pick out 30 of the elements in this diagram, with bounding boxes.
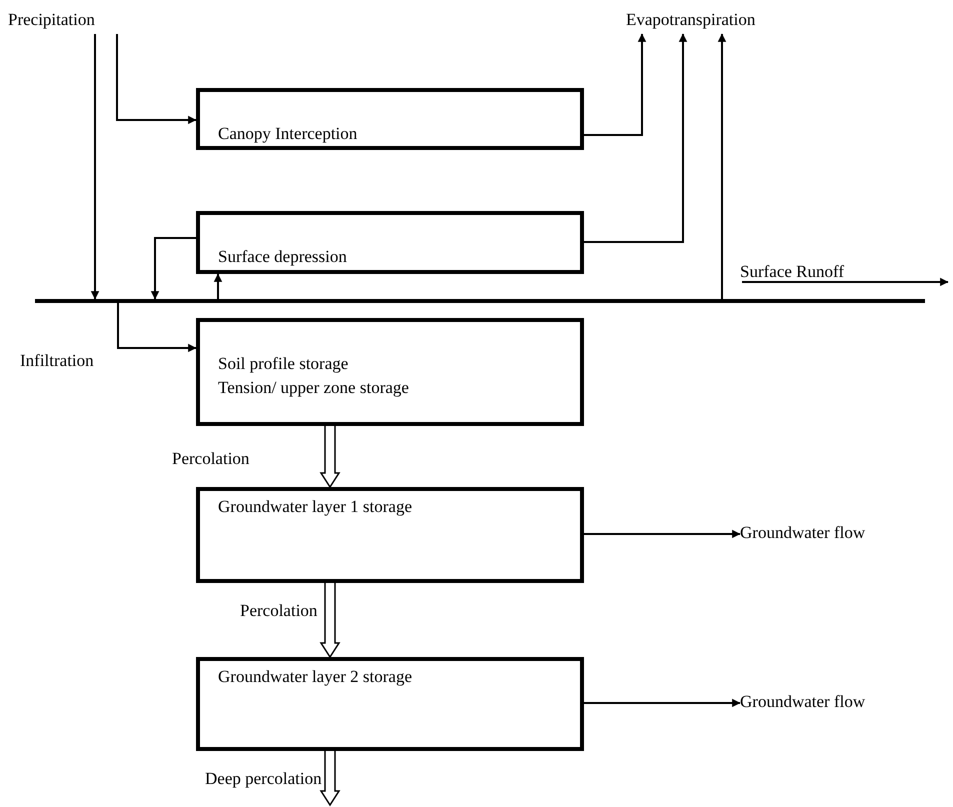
hollow-arrow bbox=[320, 582, 340, 658]
flow-label: Surface Runoff bbox=[740, 260, 915, 282]
storage-box bbox=[196, 487, 584, 583]
arrow bbox=[584, 34, 646, 136]
storage-box bbox=[196, 657, 584, 751]
arrow bbox=[584, 530, 740, 538]
box-label: Tension/ upper zone storage bbox=[218, 377, 410, 399]
hollow-arrow bbox=[320, 425, 340, 488]
arrow bbox=[116, 34, 196, 124]
flow-label: Precipitation bbox=[8, 8, 158, 34]
box-label: Soil profile storage bbox=[218, 353, 350, 375]
flow-label: Groundwater flow bbox=[740, 521, 925, 547]
storage-box bbox=[196, 318, 584, 426]
box-label: Surface depression bbox=[218, 246, 348, 268]
storage-box bbox=[196, 88, 584, 150]
box-label: Groundwater layer 1 storage bbox=[218, 496, 414, 518]
flow-label: Evapotranspiration bbox=[626, 8, 841, 34]
arrow bbox=[150, 237, 196, 300]
arrow bbox=[718, 34, 726, 299]
arrow bbox=[117, 303, 196, 352]
box-label: Groundwater layer 2 storage bbox=[218, 666, 414, 688]
arrow bbox=[742, 278, 948, 286]
arrow bbox=[214, 274, 222, 299]
flow-label: Groundwater flow bbox=[740, 690, 925, 716]
hollow-arrow bbox=[320, 750, 340, 806]
arrow bbox=[584, 34, 688, 243]
box-label: Canopy Interception bbox=[218, 123, 358, 145]
arrow bbox=[584, 698, 740, 708]
storage-box bbox=[196, 211, 584, 274]
arrow bbox=[90, 34, 100, 300]
